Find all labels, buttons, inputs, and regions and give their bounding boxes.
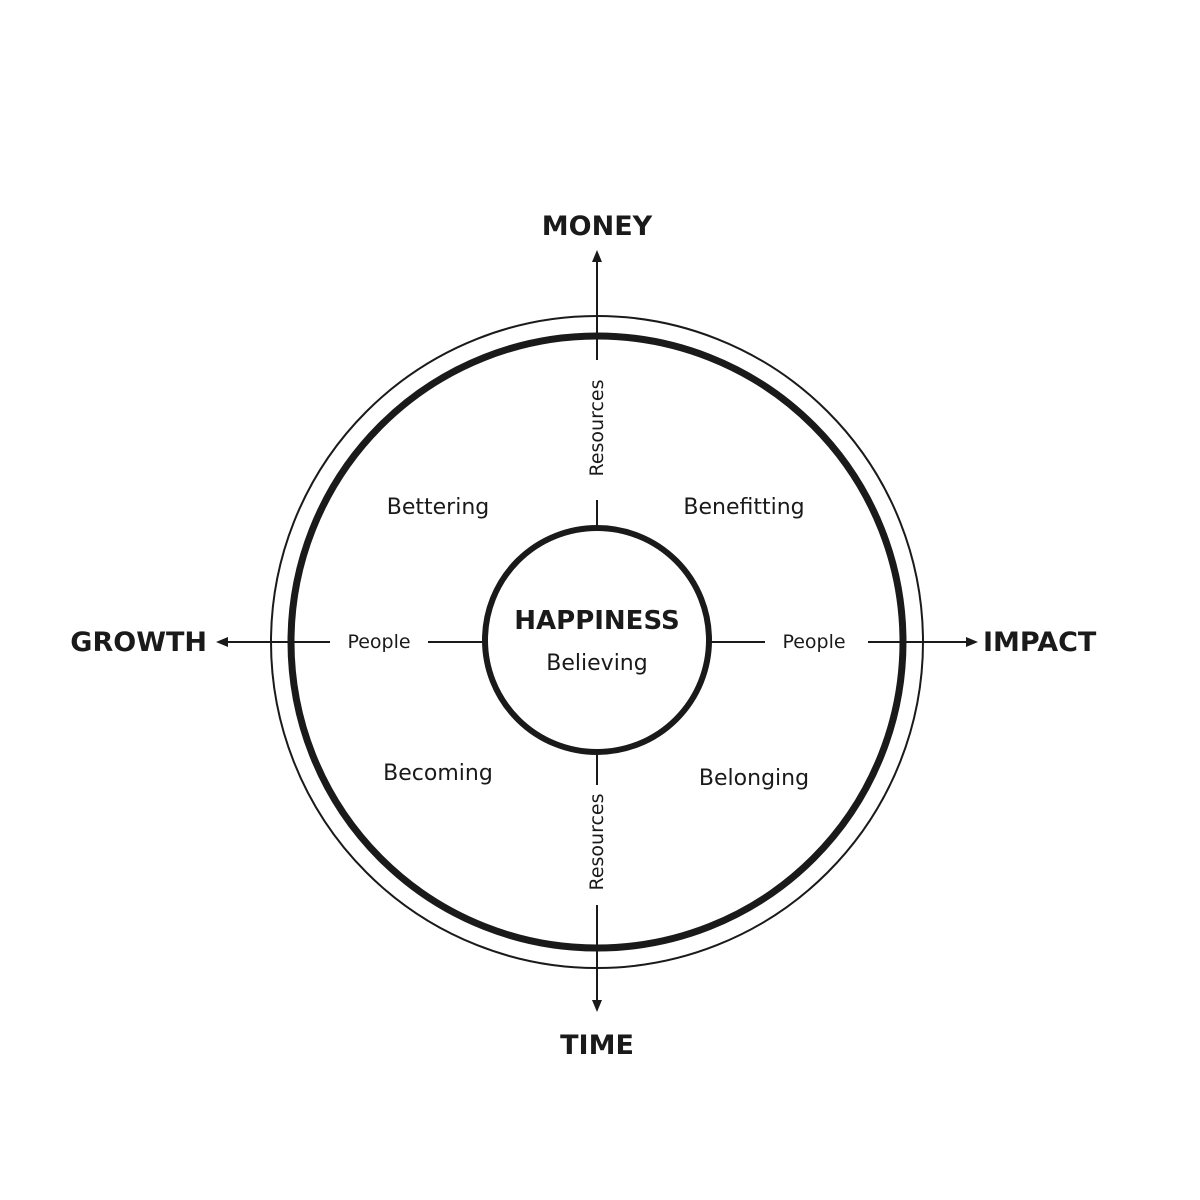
arrow-up-icon [592, 250, 602, 262]
spoke-label-top: Resources [586, 379, 608, 476]
quadrant-label-bottom-left: Becoming [383, 761, 493, 786]
quadrant-label-top-right: Benefitting [683, 495, 804, 520]
arrow-left-icon [216, 637, 228, 647]
center-title: HAPPINESS [514, 606, 679, 636]
spoke-label-left: People [347, 631, 410, 653]
center-subtitle: Believing [546, 651, 647, 676]
arrow-right-icon [966, 637, 978, 647]
axis-label-top: MONEY [542, 211, 653, 242]
spoke-label-bottom: Resources [586, 793, 608, 890]
axis-label-left: GROWTH [70, 627, 207, 658]
axis-label-right: IMPACT [983, 627, 1097, 658]
quadrant-label-top-left: Bettering [387, 495, 489, 520]
arrow-down-icon [592, 1000, 602, 1012]
axis-label-bottom: TIME [560, 1030, 634, 1061]
inner-circle [482, 525, 712, 755]
spoke-label-right: People [782, 631, 845, 653]
quadrant-label-bottom-right: Belonging [699, 766, 809, 791]
